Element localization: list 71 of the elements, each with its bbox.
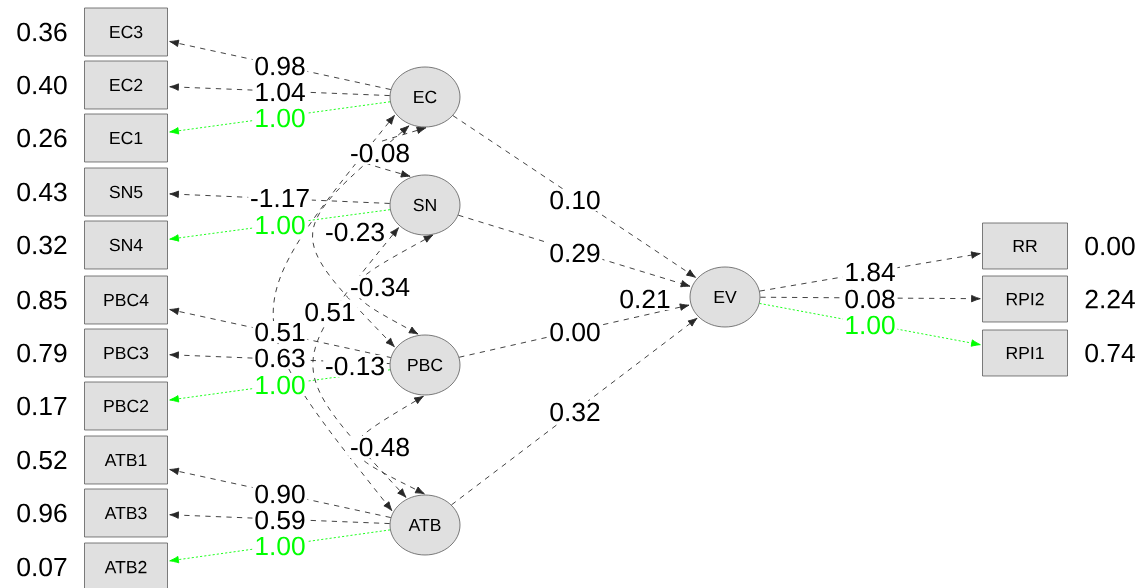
observed-variable-box: RPI1 [982, 329, 1068, 377]
arrow [458, 303, 690, 358]
edge-label: -0.48 [348, 435, 412, 459]
variance-label: 0.32 [17, 235, 67, 255]
edge-label: 1.00 [252, 106, 308, 130]
variance-label: 0.43 [17, 182, 67, 202]
variance-label: 0.74 [1085, 343, 1135, 363]
edge-label: 1.00 [252, 534, 308, 558]
variance-label: 0.26 [17, 128, 67, 148]
edge-label: 0.29 [547, 241, 603, 265]
arrow [169, 467, 392, 518]
variance-label: 0.79 [17, 343, 67, 363]
edge-label: -0.08 [348, 141, 412, 165]
arrow [759, 251, 981, 292]
edge-label: 1.00 [252, 373, 308, 397]
edge-label: -0.13 [323, 354, 387, 378]
arrow [169, 83, 391, 96]
arrow [452, 115, 696, 278]
edge-label: 1.04 [252, 80, 308, 104]
edge-label: -0.23 [323, 220, 387, 244]
edge-label: 0.90 [252, 482, 308, 506]
edge-label: -1.17 [248, 187, 312, 209]
observed-variable-box: PBC4 [84, 275, 168, 325]
variance-label: 0.85 [17, 290, 67, 310]
observed-variable-box: RPI2 [982, 275, 1068, 323]
edge-label: 0.10 [547, 188, 603, 212]
coefficient-label: 0.21 [617, 287, 673, 311]
edge-label: 1.00 [252, 213, 308, 237]
arrow [169, 39, 392, 90]
variance-label: 2.24 [1085, 289, 1135, 309]
observed-variable-box: EC1 [84, 113, 168, 163]
observed-variable-box: RR [982, 222, 1068, 270]
arrow [169, 209, 391, 242]
variance-label: 0.96 [17, 503, 67, 523]
variance-label: 0.17 [17, 396, 67, 416]
edge-label: 0.32 [547, 400, 603, 424]
observed-variable-box: ATB3 [84, 488, 168, 538]
edge-label: 0.63 [252, 346, 308, 370]
arrow [457, 214, 691, 288]
arrow [312, 125, 410, 348]
edge-label: 1.84 [842, 260, 898, 284]
variance-label: 0.07 [17, 557, 67, 577]
edge-label: 0.51 [302, 300, 358, 324]
observed-variable-box: ATB2 [84, 542, 168, 588]
observed-variable-box: SN4 [84, 220, 168, 270]
variance-label: 0.52 [17, 450, 67, 470]
observed-variable-box: EC3 [84, 7, 168, 57]
arrow [759, 303, 981, 347]
observed-variable-box: EC2 [84, 60, 168, 110]
variance-label: 0.40 [17, 75, 67, 95]
observed-variable-box: PBC2 [84, 381, 168, 431]
variance-label: 0.00 [1085, 236, 1135, 256]
observed-variable-box: PBC3 [84, 328, 168, 378]
arrow [169, 101, 391, 135]
observed-variable-box: ATB1 [84, 435, 168, 485]
arrow [451, 317, 698, 506]
observed-variable-box: SN5 [84, 167, 168, 217]
arrow [169, 511, 391, 525]
arrow [169, 529, 391, 564]
edge-label: -0.34 [348, 275, 412, 299]
arrow [759, 294, 981, 303]
edge-label: 0.08 [842, 287, 898, 311]
edge-label: 0.51 [252, 320, 308, 344]
arrow [312, 227, 407, 498]
edge-label: 0.59 [252, 508, 308, 532]
edge-label: 1.00 [842, 313, 898, 337]
variance-label: 0.36 [17, 22, 67, 42]
edge-label: 0.00 [547, 320, 603, 344]
edge-label: 0.98 [252, 54, 308, 78]
arrow [272, 114, 395, 512]
arrow [169, 307, 392, 358]
